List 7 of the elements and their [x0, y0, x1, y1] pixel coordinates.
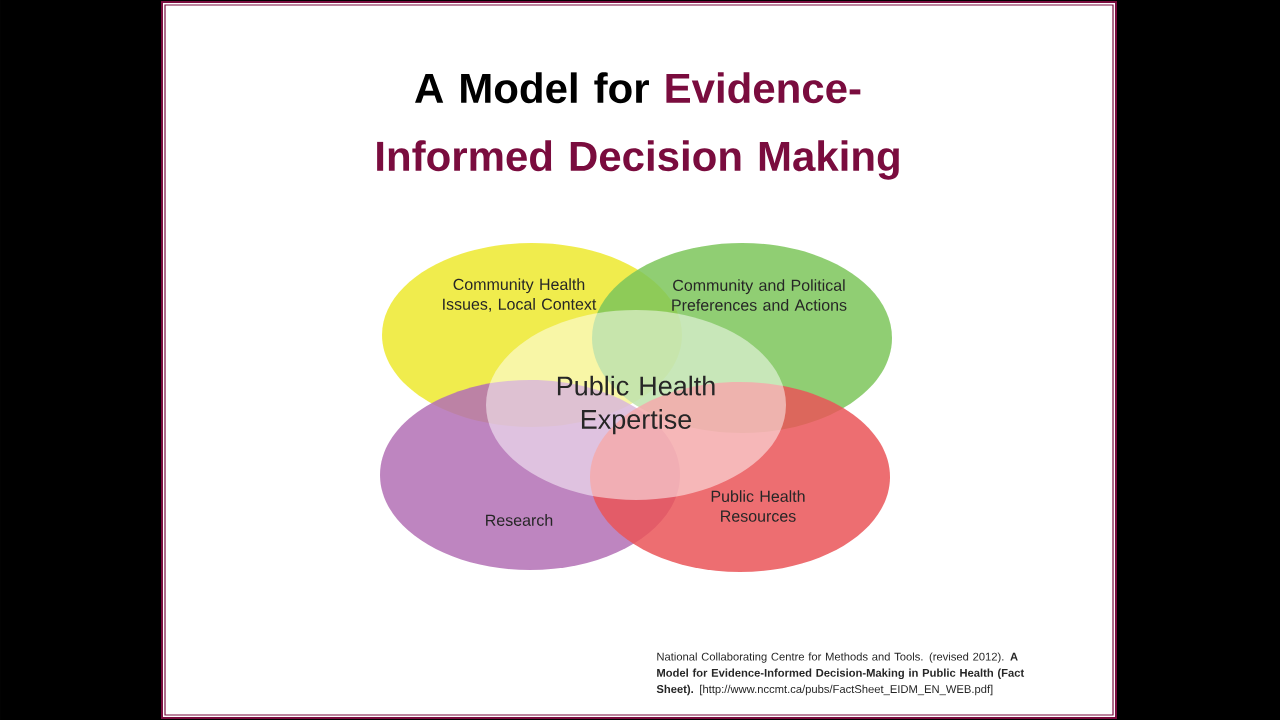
ellipse-label: Public Health Resources [711, 490, 805, 522]
ellipse-label: Community and Political Preferences and Actions [672, 279, 847, 311]
ellipse-label: Research [486, 514, 553, 526]
title: A Model for Evidence-Informed Decision Making [377, 72, 899, 180]
ellipse-label: Public Health Expertise [557, 375, 715, 435]
citation-text: National Collaborating Centre for Methods and Tools. (revised 2012). A Model for Evidence-Informed Decision-Making in Public Health (Fact Sheet). [http://www.nccmt.ca/pubs/FactSheet_EIDM_EN_WEB.pdf] [656, 652, 1025, 696]
ellipse-label: Community Health Issues, Local Context [443, 278, 597, 312]
